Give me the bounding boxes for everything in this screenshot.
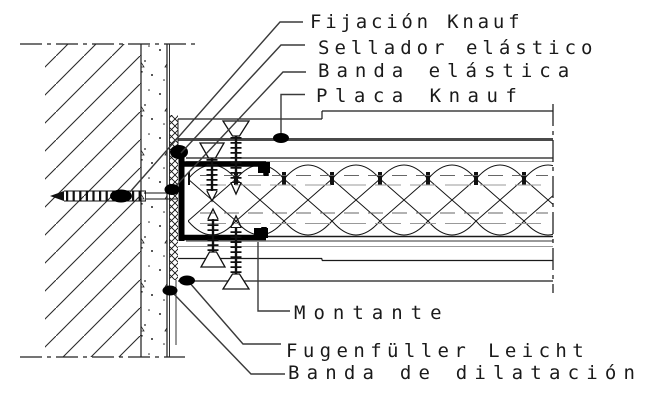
metal-stud xyxy=(178,156,270,241)
leader-placa xyxy=(273,93,305,143)
elastic-band xyxy=(169,115,178,280)
leader-fijacion xyxy=(129,21,303,193)
label-sellador-elastico: Sellador elástico xyxy=(318,37,597,59)
insulation xyxy=(188,163,553,237)
leader-banda-dilatacion xyxy=(162,285,285,375)
wall-anchor xyxy=(50,189,178,203)
sealant-bead xyxy=(170,145,188,159)
leader-banda-elastica xyxy=(164,71,306,195)
leader-fugenfuller xyxy=(179,275,281,345)
label-fijacion-knauf: Fijación Knauf xyxy=(310,11,523,33)
leader-montante xyxy=(257,242,290,312)
label-banda-elastica: Banda elástica xyxy=(318,60,576,82)
label-banda-de-dilatacion: Banda de dilatación xyxy=(288,362,642,384)
leader-sellador xyxy=(180,44,305,154)
label-placa-knauf: Placa Knauf xyxy=(316,85,524,107)
label-montante: Montante xyxy=(294,302,450,324)
label-fugenfuller-leicht: Fugenfüller Leicht xyxy=(286,340,589,362)
